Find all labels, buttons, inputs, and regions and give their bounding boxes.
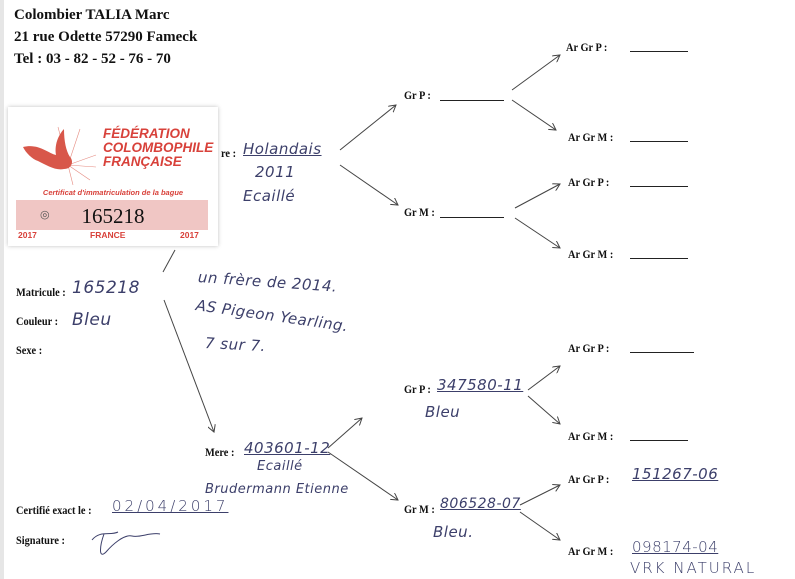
breeder-address: 21 rue Odette 57290 Fameck (14, 29, 198, 45)
federation-name: FÉDÉRATION COLOMBOPHILE FRANÇAISE (103, 127, 213, 169)
pere-label: re : (221, 148, 237, 160)
couleur-value: Bleu (72, 310, 112, 330)
ring-icon: ◎ (40, 209, 50, 221)
note-line-3: 7 sur 7. (204, 334, 267, 356)
mere-gm-label: Gr M : (404, 504, 435, 516)
pere-gp-blank (440, 100, 504, 101)
ggp-b-blank (630, 141, 688, 142)
mere-gp-color: Bleu (425, 403, 461, 421)
mere-gp-label: Gr P : (404, 384, 431, 396)
pere-gm-label: Gr M : (404, 207, 435, 219)
ggp-h-note: VRK NATURAL (630, 559, 757, 577)
breeder-phone: Tel : 03 - 82 - 52 - 76 - 70 (14, 51, 171, 67)
ggp-f-blank (630, 440, 688, 441)
sexe-label: Sexe : (16, 345, 43, 357)
ggp-c-label: Ar Gr P : (568, 177, 610, 189)
ring-certificate: FÉDÉRATION COLOMBOPHILE FRANÇAISE Certif… (8, 107, 218, 246)
ggp-f-label: Ar Gr M : (568, 431, 614, 443)
ggp-e-label: Ar Gr P : (568, 343, 610, 355)
year-right: 2017 (180, 230, 199, 240)
pere-gp-label: Gr P : (404, 90, 431, 102)
signature-label: Signature : (16, 535, 65, 547)
ring-band (16, 200, 208, 230)
signature-scribble (91, 531, 161, 555)
federation-line-2: COLOMBOPHILE (103, 140, 214, 155)
ggp-a-label: Ar Gr P : (566, 42, 608, 54)
mere-gm-color: Bleu. (433, 523, 474, 541)
ggp-h-value: 098174-04 (632, 538, 719, 556)
federation-line-1: FÉDÉRATION (103, 126, 190, 141)
mere-breeder: Brudermann Etienne (205, 482, 349, 497)
breeder-name: Colombier TALIA Marc (14, 7, 170, 23)
country: FRANCE (90, 230, 126, 240)
ggp-a-blank (630, 51, 688, 52)
federation-dove-logo (23, 126, 97, 185)
mere-gp-value: 347580-11 (437, 376, 524, 394)
ggp-g-value: 151267-06 (632, 465, 719, 483)
matricule-value: 165218 (72, 278, 140, 298)
mere-value: 403601-12 (244, 439, 331, 457)
certifie-label: Certifié exact le : (16, 505, 92, 517)
scan-edge (0, 0, 4, 579)
ggp-d-blank (630, 258, 688, 259)
ggp-d-label: Ar Gr M : (568, 249, 614, 261)
ggp-c-blank (630, 186, 688, 187)
certificate-subtitle: Certificat d'immatriculation de la bague (42, 188, 184, 197)
ggp-h-label: Ar Gr M : (568, 546, 614, 558)
year-left: 2017 (18, 230, 37, 240)
pere-gm-blank (440, 217, 504, 218)
ring-number: 165218 (81, 204, 145, 228)
matricule-label: Matricule : (16, 287, 66, 299)
certifie-value: 02/04/2017 (112, 497, 229, 515)
couleur-label: Couleur : (16, 316, 59, 328)
mere-color: Ecaillé (257, 459, 303, 474)
pere-value: Holandais (243, 140, 322, 158)
pere-year: 2011 (255, 163, 296, 181)
mere-gm-value: 806528-07 (440, 496, 521, 512)
pere-color: Ecaillé (243, 187, 296, 205)
ggp-g-label: Ar Gr P : (568, 474, 610, 486)
mere-label: Mere : (205, 447, 235, 459)
ggp-e-blank (630, 352, 694, 353)
federation-line-3: FRANÇAISE (103, 154, 182, 169)
ggp-b-label: Ar Gr M : (568, 132, 614, 144)
